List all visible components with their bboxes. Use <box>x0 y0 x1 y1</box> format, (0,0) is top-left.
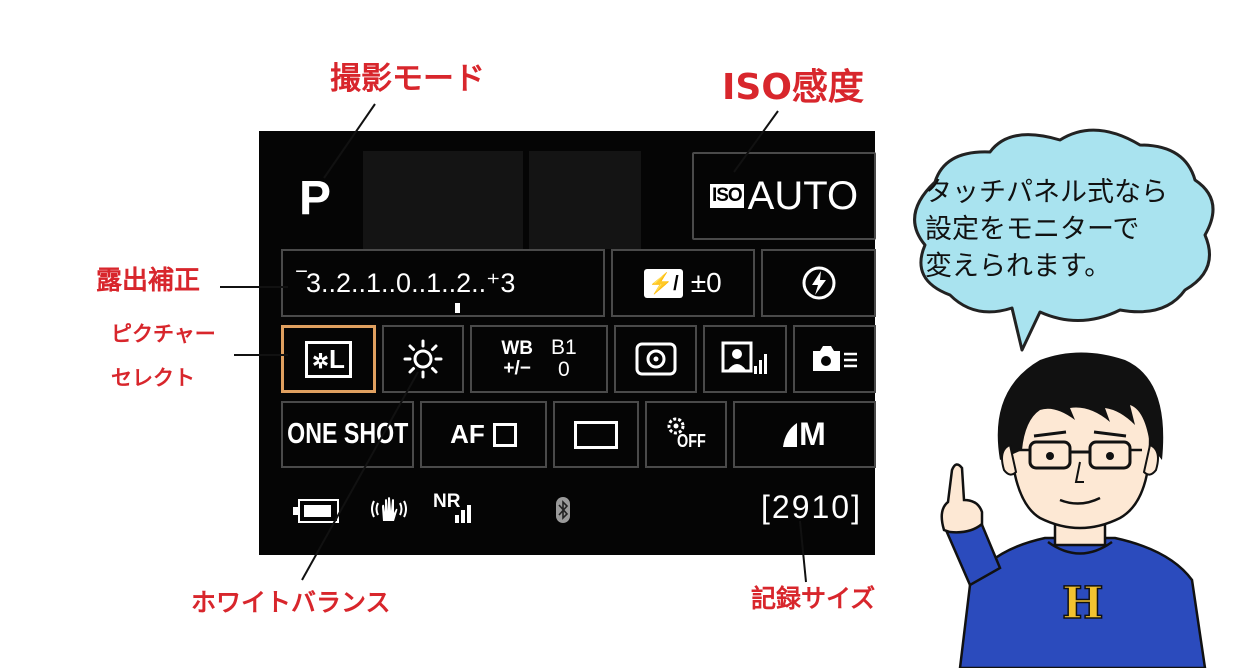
bubble-line-3: 変えられます。 <box>925 251 1112 282</box>
picture-style-value: L <box>328 343 345 374</box>
bubble-line-1: タッチパネル式なら <box>925 177 1168 208</box>
metering-mode-setting[interactable] <box>614 325 697 393</box>
label-picture-style-1: ピクチャー <box>111 322 216 346</box>
flash-comp-setting[interactable]: ⚡/ ±0 <box>611 249 755 317</box>
image-quality-setting[interactable]: M <box>733 401 876 468</box>
shots-remaining: [2910] <box>761 489 862 525</box>
shooting-mode-value[interactable]: P <box>299 172 332 225</box>
wb-label-bottom: +/− <box>503 358 531 379</box>
wb-shift-label: WB +/− <box>501 339 533 379</box>
bluetooth-icon <box>556 497 570 523</box>
nr-label: NR <box>433 491 461 512</box>
lighting-optimizer-icon <box>721 341 767 374</box>
label-exposure-comp: 露出補正 <box>96 266 201 296</box>
self-timer-setting[interactable]: OFF <box>645 401 727 468</box>
label-iso: ISO感度 <box>722 67 864 108</box>
wb-label-top: WB <box>501 338 533 359</box>
label-shooting-mode: 撮影モード <box>330 61 485 97</box>
wb-shift-bottom: 0 <box>557 358 570 381</box>
exposure-comp-setting[interactable]: ‾3..2..1..0..1..2..⁺3 <box>281 249 605 317</box>
top-dim-panel-right <box>529 151 641 249</box>
iso-badge: ISO <box>709 184 744 208</box>
metering-icon <box>635 342 676 376</box>
flash-fire-setting[interactable] <box>761 249 876 317</box>
auto-lighting-optimizer-setting[interactable] <box>703 325 787 393</box>
exposure-scale: ‾3..2..1..0..1..2..⁺3 <box>297 267 516 298</box>
wb-shift-top: B1 <box>550 336 577 359</box>
timer-icon <box>667 417 685 434</box>
quality-fine-icon <box>783 422 798 447</box>
custom-controls-setting[interactable] <box>793 325 876 393</box>
wb-shift-values: B1 0 <box>551 337 577 381</box>
label-record-size: 記録サイズ <box>751 584 876 613</box>
af-point-icon <box>492 422 517 447</box>
self-timer-off-label: OFF <box>677 430 706 451</box>
top-dim-panel-left <box>363 151 523 249</box>
flash-comp-icon: ⚡/ <box>644 268 683 298</box>
label-white-balance: ホワイトバランス <box>191 588 391 617</box>
sun-icon <box>403 339 443 379</box>
character-illustration <box>940 352 1207 668</box>
camera-settings-icon <box>812 346 857 371</box>
af-area-value: AF <box>450 419 485 449</box>
af-area-setting[interactable]: AF <box>420 401 547 468</box>
exposure-indicator <box>455 303 460 313</box>
white-balance-setting[interactable] <box>382 325 464 393</box>
image-quality-value: M <box>799 416 826 452</box>
flash-off-icon <box>802 266 835 300</box>
flash-comp-value: ±0 <box>690 267 722 298</box>
iso-setting[interactable]: ISO AUTO <box>692 152 876 240</box>
drive-mode-setting[interactable] <box>553 401 639 468</box>
single-shot-icon <box>574 420 618 449</box>
self-timer-off-icon: OFF <box>664 414 708 456</box>
label-picture-style-2: セレクト <box>111 366 195 390</box>
sparkle-icon: ✲ <box>312 350 329 373</box>
wb-shift-setting[interactable]: WB +/− B1 0 <box>470 325 608 393</box>
noise-reduction-indicator: NR <box>431 491 479 525</box>
iso-value: AUTO <box>747 173 859 218</box>
bubble-line-2: 設定をモニターで <box>925 214 1140 245</box>
bubble-text: タッチパネル式なら 設定をモニターで 変えられます。 <box>925 174 1215 285</box>
shirt-letter: H <box>1061 577 1104 630</box>
